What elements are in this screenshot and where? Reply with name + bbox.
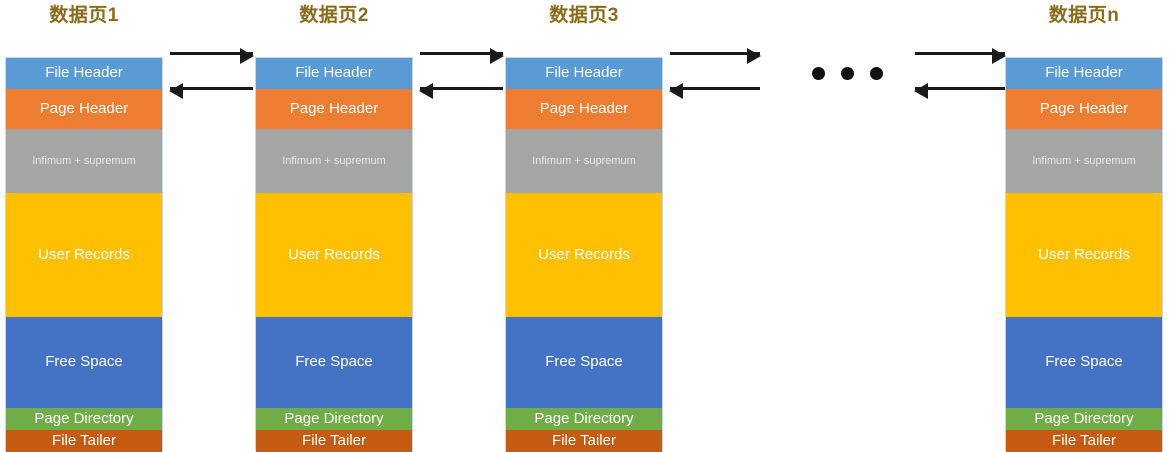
band-label: File Tailer	[302, 431, 366, 449]
band-label: Page Header	[1039, 99, 1129, 117]
page-stack-n: File Header Page Header Infimum + suprem…	[1005, 57, 1163, 452]
page-stack-2: File Header Page Header Infimum + suprem…	[255, 57, 413, 452]
arrow-head-left-icon	[914, 83, 928, 99]
band-user-records: User Records	[256, 193, 412, 317]
band-label: File Tailer	[52, 431, 116, 449]
band-infimum-supremum: Infimum + supremum	[256, 129, 412, 193]
arrow-head-left-icon	[419, 83, 433, 99]
band-label: Free Space	[295, 353, 373, 371]
arrow-next-page-2-to-3	[420, 48, 504, 64]
band-file-tailer: File Tailer	[256, 430, 412, 452]
band-file-header: File Header	[256, 58, 412, 89]
band-page-directory: Page Directory	[506, 408, 662, 430]
band-label: User Records	[38, 245, 130, 263]
band-file-header: File Header	[6, 58, 162, 89]
band-infimum-supremum: Infimum + supremum	[1006, 129, 1162, 193]
band-file-tailer: File Tailer	[1006, 430, 1162, 452]
arrow-next-page-1-to-2	[170, 48, 254, 64]
band-page-header: Page Header	[256, 89, 412, 129]
band-page-header: Page Header	[1006, 89, 1162, 129]
arrow-head-right-icon	[992, 48, 1006, 64]
band-file-tailer: File Tailer	[6, 430, 162, 452]
band-label: Page Header	[39, 99, 129, 117]
band-user-records: User Records	[1006, 193, 1162, 317]
band-free-space: Free Space	[256, 317, 412, 408]
band-file-header: File Header	[1006, 58, 1162, 89]
page-stack-1: File Header Page Header Infimum + suprem…	[5, 57, 163, 452]
ellipsis-dot	[841, 67, 854, 80]
band-label: Free Space	[1045, 353, 1123, 371]
page-title-1: 数据页1	[49, 5, 119, 26]
band-infimum-supremum: Infimum + supremum	[506, 129, 662, 193]
band-file-tailer: File Tailer	[506, 430, 662, 452]
band-label: File Header	[45, 64, 123, 82]
band-label: Infimum + supremum	[282, 154, 386, 167]
band-label: Page Header	[539, 99, 629, 117]
band-label: User Records	[538, 245, 630, 263]
band-label: User Records	[1038, 245, 1130, 263]
band-file-header: File Header	[506, 58, 662, 89]
page-title-n: 数据页n	[1048, 5, 1120, 26]
band-user-records: User Records	[6, 193, 162, 317]
arrow-head-right-icon	[490, 48, 504, 64]
band-label: File Header	[295, 64, 373, 82]
band-label: File Tailer	[552, 431, 616, 449]
band-label: Page Directory	[534, 409, 634, 427]
band-free-space: Free Space	[1006, 317, 1162, 408]
band-page-header: Page Header	[506, 89, 662, 129]
band-page-directory: Page Directory	[256, 408, 412, 430]
band-page-directory: Page Directory	[6, 408, 162, 430]
band-label: Page Header	[289, 99, 379, 117]
arrow-next-page-3-to-more	[670, 48, 761, 64]
ellipsis-dot	[812, 67, 825, 80]
page-title-2: 数据页2	[299, 5, 369, 26]
arrow-prev-more-to-page-3	[669, 83, 760, 99]
page-title-3: 数据页3	[549, 5, 619, 26]
arrow-head-right-icon	[747, 48, 761, 64]
band-label: User Records	[288, 245, 380, 263]
band-label: Page Directory	[1034, 409, 1134, 427]
ellipsis-dot	[870, 67, 883, 80]
band-page-directory: Page Directory	[1006, 408, 1162, 430]
band-label: Infimum + supremum	[1032, 154, 1136, 167]
band-label: File Tailer	[1052, 431, 1116, 449]
band-label: File Header	[545, 64, 623, 82]
band-user-records: User Records	[506, 193, 662, 317]
band-label: Page Directory	[34, 409, 134, 427]
band-free-space: Free Space	[506, 317, 662, 408]
band-label: Free Space	[545, 353, 623, 371]
page-stack-3: File Header Page Header Infimum + suprem…	[505, 57, 663, 452]
arrow-head-left-icon	[169, 83, 183, 99]
band-page-header: Page Header	[6, 89, 162, 129]
band-label: Page Directory	[284, 409, 384, 427]
arrow-prev-page-2-to-1	[169, 83, 253, 99]
band-label: Infimum + supremum	[532, 154, 636, 167]
band-label: Free Space	[45, 353, 123, 371]
arrow-prev-page-n-to-more	[914, 83, 1005, 99]
arrow-head-right-icon	[240, 48, 254, 64]
band-free-space: Free Space	[6, 317, 162, 408]
arrow-prev-page-3-to-2	[419, 83, 503, 99]
ellipsis-more-pages	[812, 67, 883, 80]
band-label: Infimum + supremum	[32, 154, 136, 167]
band-infimum-supremum: Infimum + supremum	[6, 129, 162, 193]
arrow-head-left-icon	[669, 83, 683, 99]
band-label: File Header	[1045, 64, 1123, 82]
arrow-next-more-to-page-n	[915, 48, 1006, 64]
